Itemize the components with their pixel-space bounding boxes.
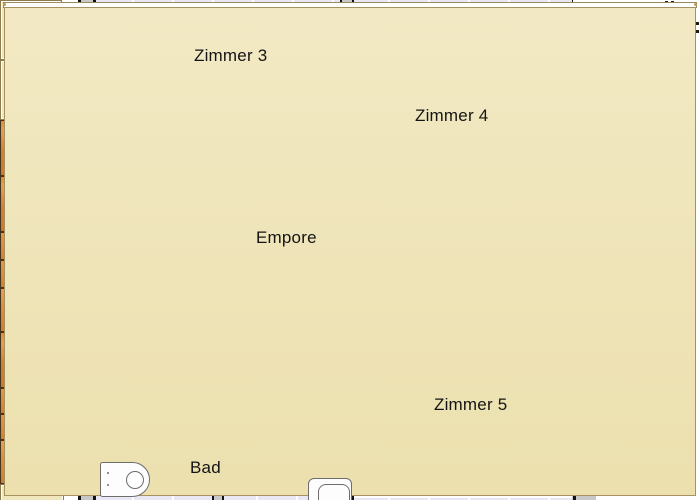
toilet-bolt	[107, 472, 109, 474]
toilet-seat	[126, 470, 144, 489]
wardrobe-handle	[696, 22, 699, 25]
bed-mattress	[4, 7, 696, 496]
wardrobe-handle	[696, 30, 699, 33]
bed-knob	[3, 3, 6, 6]
room-label-zimmer4: Zimmer 4	[415, 106, 489, 125]
bidet-z5	[318, 484, 350, 500]
bed-knob	[694, 3, 697, 6]
room-label-bad: Bad	[190, 458, 221, 477]
room-label-empore: Empore	[256, 228, 317, 247]
room-label-zimmer3: Zimmer 3	[194, 46, 268, 65]
toilet-bolt	[107, 484, 109, 486]
toilet	[100, 462, 150, 497]
room-label-zimmer5: Zimmer 5	[434, 395, 508, 414]
